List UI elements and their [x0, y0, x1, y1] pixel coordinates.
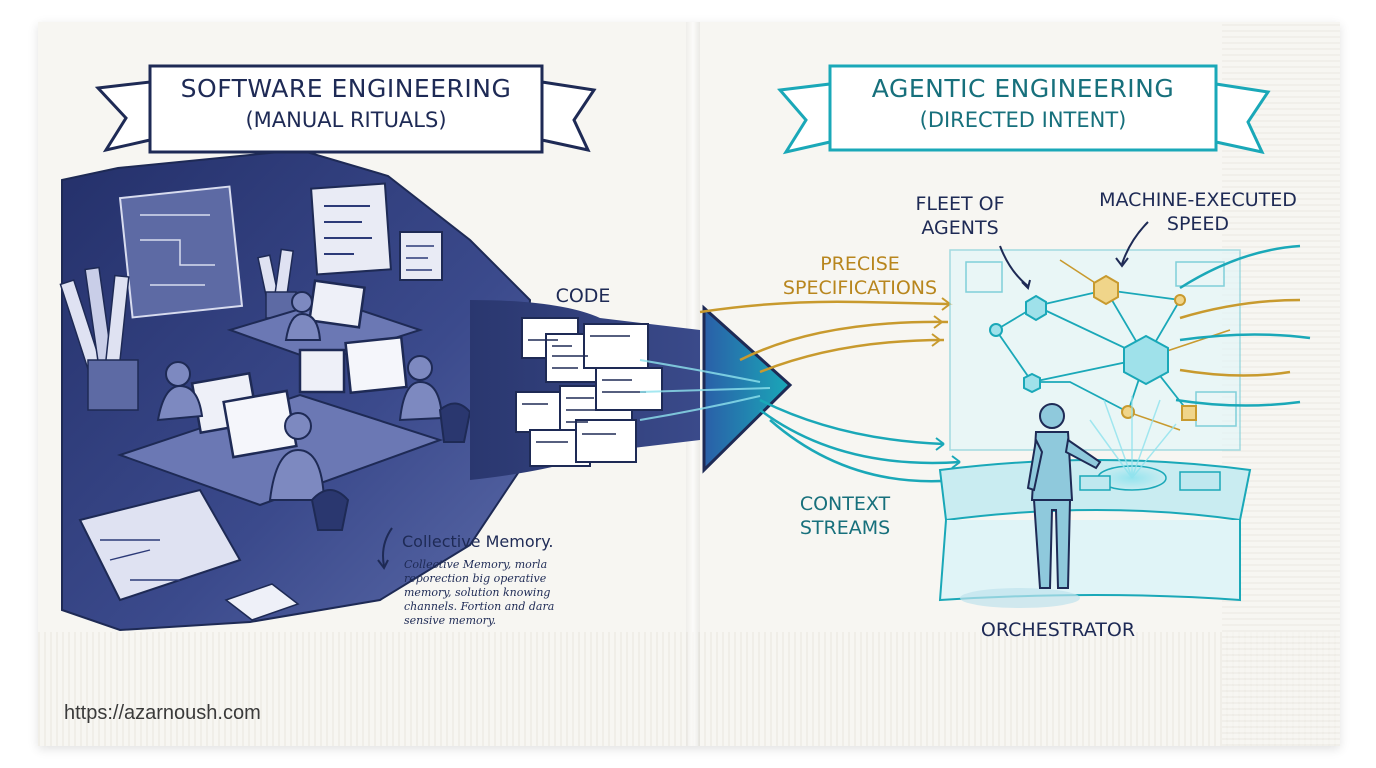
right-banner-subtitle: (DIRECTED INTENT) — [830, 108, 1216, 132]
source-url: https://azarnoush.com — [64, 702, 261, 725]
collective-memory-note: Collective Memory, morla reporection big… — [404, 558, 580, 628]
fleet-of-agents-label: FLEET OF AGENTS — [900, 192, 1020, 240]
right-banner-title: AGENTIC ENGINEERING — [830, 74, 1216, 103]
left-banner-title: SOFTWARE ENGINEERING — [150, 74, 542, 103]
orchestrator-label: ORCHESTRATOR — [970, 618, 1146, 642]
collective-memory-title: Collective Memory. — [402, 532, 553, 551]
context-streams-lines — [760, 400, 960, 486]
machine-executed-speed-label: MACHINE-EXECUTED SPEED — [1078, 188, 1318, 236]
context-streams-label: CONTEXT STREAMS — [780, 492, 910, 540]
left-banner-subtitle: (MANUAL RITUALS) — [150, 108, 542, 132]
agent-network — [950, 246, 1310, 450]
code-label: CODE — [538, 284, 628, 308]
precise-specifications-label: PRECISE SPECIFICATIONS — [770, 252, 950, 300]
